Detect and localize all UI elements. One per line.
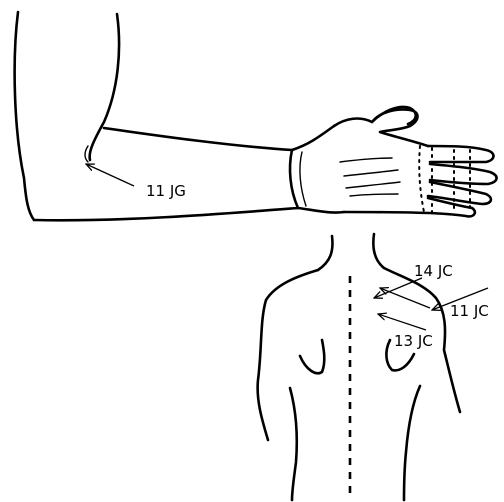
arm-drawing: 11 JG <box>15 12 497 220</box>
left-shoulder-outline <box>258 270 318 440</box>
upper-arm-front-outline <box>90 14 119 160</box>
metacarpal-line-1 <box>340 158 392 162</box>
arm-point-label: 11 JG <box>146 182 186 200</box>
left-lower-torso <box>290 388 297 500</box>
finger-middle <box>430 164 497 184</box>
back-point-lower-arrow <box>378 314 426 330</box>
knuckle-dots <box>419 146 424 212</box>
finger-index <box>428 146 494 162</box>
back-point-upper-label: 14 JC <box>414 262 453 280</box>
back-drawing: 14 JC 11 JC 13 JC <box>258 234 489 500</box>
back-point-lower-label: 13 JC <box>394 332 433 350</box>
forearm-upper-outline <box>104 126 334 150</box>
right-lower-torso <box>404 386 420 500</box>
left-scapula <box>300 340 324 373</box>
forearm-lower-outline <box>34 208 344 220</box>
wrist-crease-2 <box>300 152 306 206</box>
metacarpal-line-3 <box>346 182 400 188</box>
upper-arm-outline <box>15 12 34 220</box>
arm-point-arrow <box>86 164 134 186</box>
back-point-shoulder-arrow-1 <box>380 288 430 308</box>
metacarpal-line-2 <box>344 170 398 176</box>
elbow-crease <box>85 146 88 162</box>
neck-left-outline <box>318 236 332 270</box>
back-point-shoulder-label: 11 JC <box>450 302 489 320</box>
metacarpal-line-4 <box>350 194 398 196</box>
neck-right-outline <box>373 234 384 268</box>
wrist-crease <box>290 150 298 208</box>
